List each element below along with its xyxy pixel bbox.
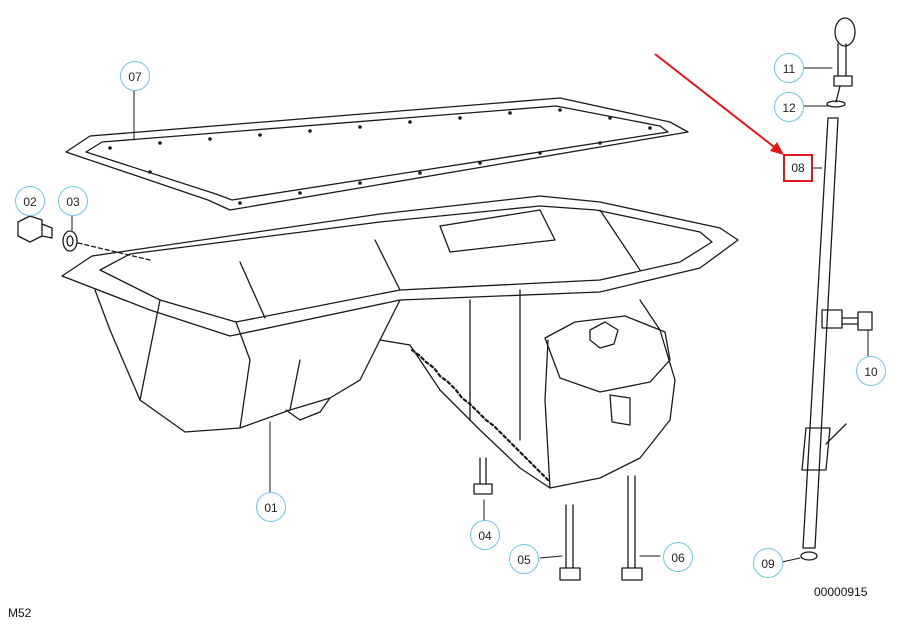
callout-11: 11: [774, 53, 804, 83]
callout-08-highlighted: 08: [783, 154, 813, 182]
callout-04: 04: [470, 520, 500, 550]
tube-bolt-drawing: [841, 311, 873, 331]
bolt-05-drawing: [559, 504, 581, 581]
seal-ring-drawing: [62, 230, 78, 252]
bolt-06-drawing: [621, 475, 643, 581]
callout-03: 03: [58, 186, 88, 216]
gasket-drawing: [65, 97, 689, 211]
red-arrow: [654, 53, 784, 155]
dipstick-drawing: [800, 17, 856, 561]
bolt-04-drawing: [473, 457, 493, 495]
callout-06: 06: [663, 542, 693, 572]
callout-05: 05: [509, 544, 539, 574]
oil-pan-drawing: [61, 195, 739, 489]
callout-07: 07: [120, 61, 150, 91]
callout-09: 09: [753, 548, 783, 578]
drain-plug-drawing: [17, 215, 53, 243]
callout-10: 10: [856, 356, 886, 386]
model-label: M52: [8, 606, 32, 620]
callout-01: 01: [256, 492, 286, 522]
callout-12: 12: [774, 92, 804, 122]
drawing-number: 00000915: [814, 585, 868, 599]
callout-02: 02: [15, 186, 45, 216]
